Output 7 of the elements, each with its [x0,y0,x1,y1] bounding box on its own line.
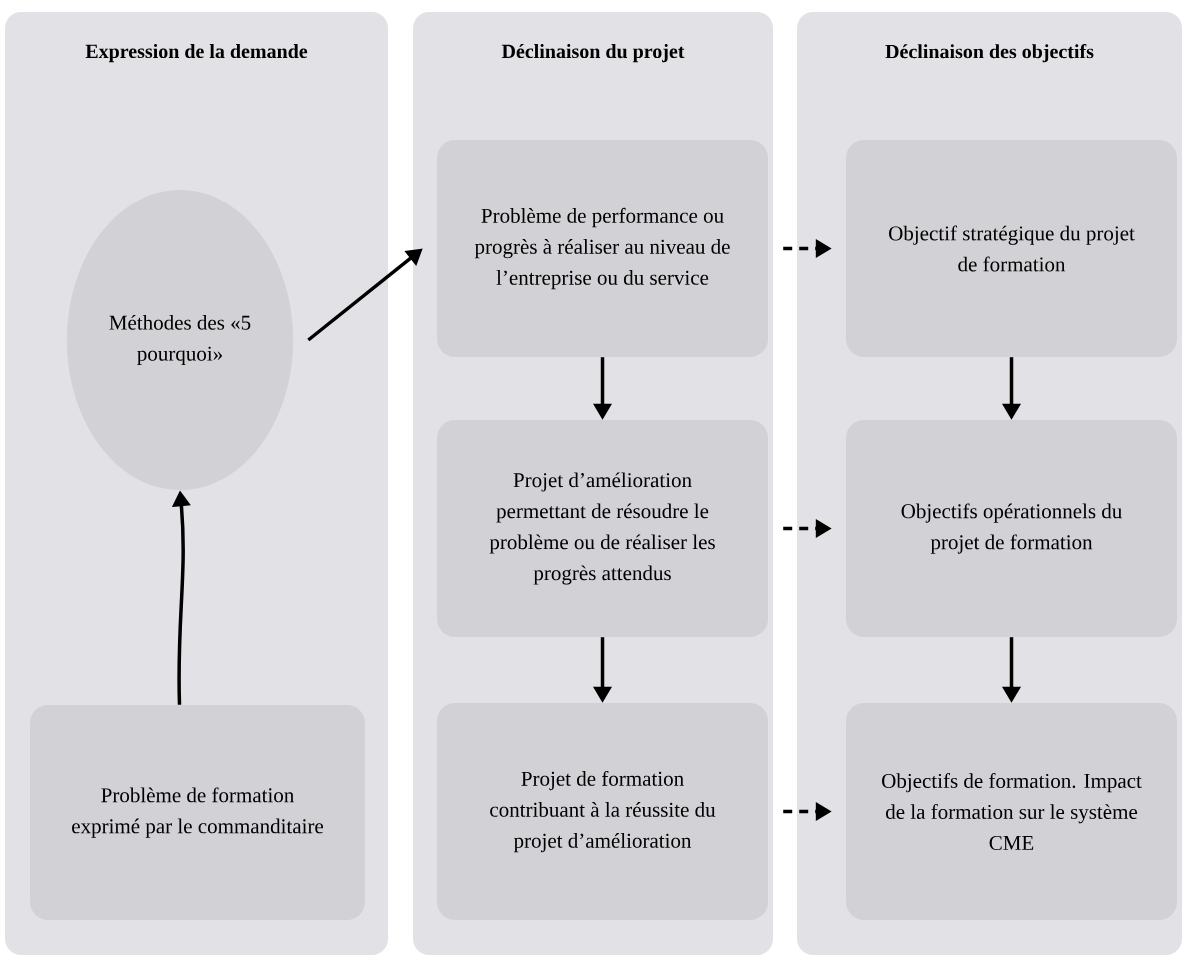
process-box: Problème de formation exprimé par le commanditaire [30,705,365,920]
process-box: Projet de formation contribuant à la réussite du projet d’amélioration [437,703,768,920]
process-box: Objectif stratégique du projet de formation [846,140,1177,357]
process-box: Objectifs de formation. Impact de la formation sur le système CME [846,703,1177,920]
process-box: Objectifs opérationnels du projet de formation [846,420,1177,637]
process-box: Problème de performance ou progrès à réaliser au niveau de l’entreprise ou du service [437,140,768,357]
process-box: Projet d’amélioration permettant de résoudre le problème ou de réaliser les progrès attendus [437,420,768,637]
